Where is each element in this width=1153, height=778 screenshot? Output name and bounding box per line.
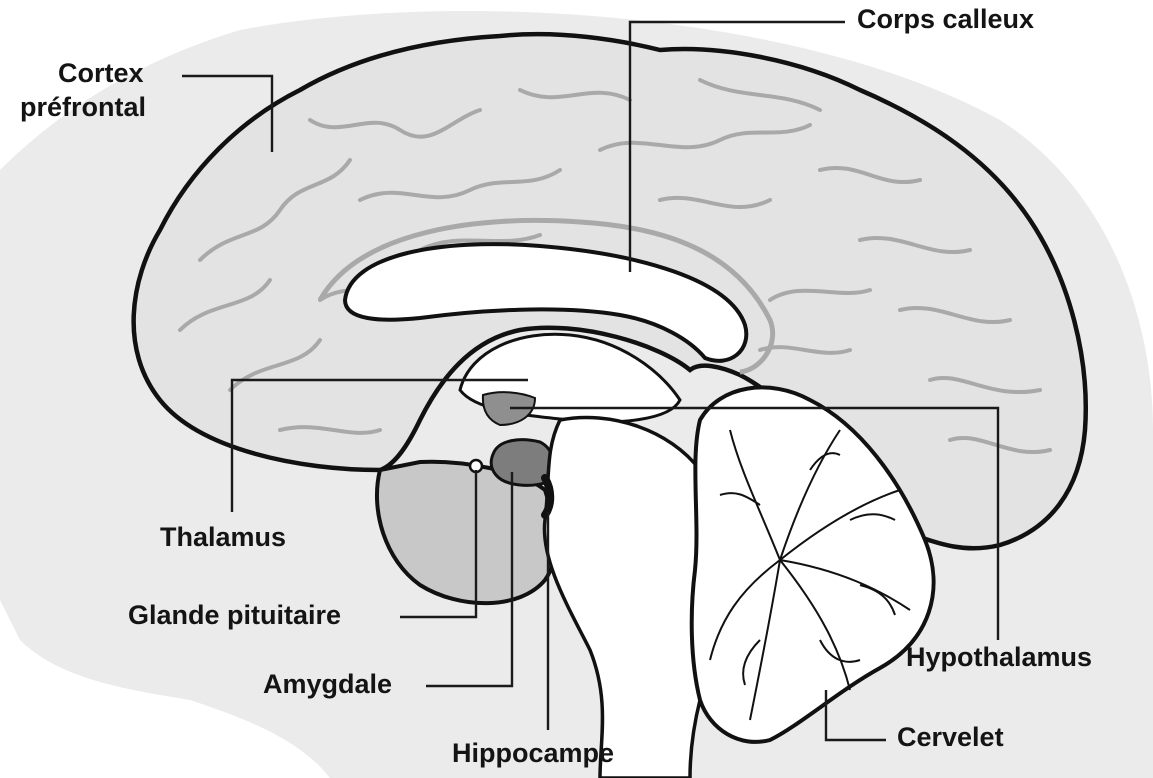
label-glande-pituitaire: Glande pituitaire bbox=[128, 600, 341, 631]
label-thalamus: Thalamus bbox=[160, 522, 286, 553]
label-corps-calleux: Corps calleux bbox=[857, 4, 1034, 35]
label-amygdale: Amygdale bbox=[263, 669, 392, 700]
label-hippocampe: Hippocampe bbox=[452, 738, 614, 769]
label-cortex-line1: Cortex bbox=[58, 58, 144, 89]
label-cervelet: Cervelet bbox=[897, 722, 1004, 753]
label-hypothalamus: Hypothalamus bbox=[906, 642, 1092, 673]
label-cortex-line2: préfrontal bbox=[20, 92, 146, 123]
